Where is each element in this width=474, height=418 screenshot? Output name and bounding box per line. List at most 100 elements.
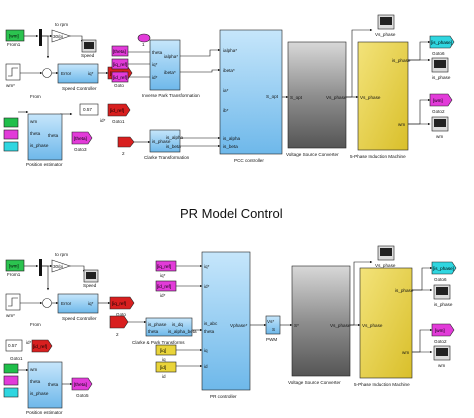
b-step-block[interactable] bbox=[5, 293, 21, 311]
id-const: 0.57 bbox=[83, 107, 92, 112]
speed-controller-block[interactable] bbox=[57, 63, 99, 84]
b-from-iq-block[interactable] bbox=[155, 260, 177, 272]
from-id-tag: [id_ref] bbox=[113, 75, 127, 80]
b-pos-from-wm[interactable] bbox=[3, 363, 19, 374]
b-cp-in-1: is_phase bbox=[148, 322, 167, 327]
b-vsc-label: Voltage Source Converter bbox=[288, 380, 341, 385]
top-wires bbox=[18, 28, 431, 148]
b-wm-ref-label: wm* bbox=[6, 313, 15, 318]
goto2-block[interactable] bbox=[429, 93, 453, 107]
from1-tag-block[interactable] bbox=[5, 29, 25, 42]
b-from-id-block[interactable] bbox=[155, 280, 177, 292]
goto1-block[interactable] bbox=[107, 103, 131, 117]
pos-port-3: is_phase bbox=[30, 143, 49, 148]
b-clarke-park-block[interactable] bbox=[145, 317, 193, 337]
from-iq-block[interactable] bbox=[111, 58, 129, 70]
pcc-in-2: ibeta* bbox=[223, 68, 235, 73]
from1-tag: [wm] bbox=[9, 34, 19, 39]
b-mux-bar[interactable] bbox=[39, 259, 42, 276]
b-cp-in-2: theta bbox=[148, 329, 159, 334]
b-from-id-tag: [id_ref] bbox=[157, 284, 171, 289]
b-gain-label: 30/pi bbox=[53, 264, 63, 269]
vs-phase-scope-label: Vs_phase bbox=[375, 32, 396, 37]
b-speed-ctrl-out: iq* bbox=[88, 301, 94, 306]
b-pos-from-is[interactable] bbox=[3, 387, 19, 398]
speed-ctrl-out: iq* bbox=[88, 71, 94, 76]
goto3-tag: [theta] bbox=[74, 136, 87, 141]
invpark-in-2: iq* bbox=[152, 62, 158, 67]
clarke-out-2: is_beta bbox=[166, 144, 181, 149]
goto-label: Goto bbox=[114, 83, 124, 88]
to-rpm-label: to rpm bbox=[55, 22, 68, 27]
b-vsc-block[interactable] bbox=[291, 265, 351, 377]
b-goto6-block[interactable] bbox=[431, 261, 457, 275]
goto3-block[interactable] bbox=[71, 131, 93, 145]
b-input-port-2[interactable] bbox=[109, 315, 129, 329]
b-gain-block[interactable] bbox=[51, 259, 71, 273]
b-goto2-label: Goto2 bbox=[434, 339, 447, 344]
from1-label: From1 bbox=[7, 42, 21, 47]
pcc-in-3: ia* bbox=[223, 88, 229, 93]
inverse-park-block[interactable] bbox=[149, 39, 181, 91]
input-port-1[interactable] bbox=[137, 33, 151, 43]
pcc-controller-block[interactable] bbox=[219, 29, 283, 155]
step-block[interactable] bbox=[5, 63, 21, 81]
clarke-block[interactable] bbox=[149, 129, 181, 153]
gain-block[interactable] bbox=[51, 29, 71, 43]
b-speed-controller-block[interactable] bbox=[57, 293, 99, 314]
bottom-wires bbox=[18, 260, 433, 386]
b-goto5-block[interactable] bbox=[71, 377, 93, 391]
invpark-out-2: ibeta* bbox=[164, 70, 176, 75]
goto3-label: Goto3 bbox=[74, 147, 87, 152]
invpark-in-1: theta bbox=[152, 50, 163, 55]
b-from-iq2-block[interactable] bbox=[155, 344, 177, 356]
b-id-const-block[interactable] bbox=[5, 339, 23, 352]
b-cp-out-1: is_dq bbox=[172, 322, 183, 327]
b-from-id2-block[interactable] bbox=[155, 361, 177, 373]
b-id-const: 0.57 bbox=[8, 343, 17, 348]
speed-scope-label: Speed bbox=[81, 53, 95, 58]
pcc-in-4: ib* bbox=[223, 108, 229, 113]
b-from1-tag-block[interactable] bbox=[5, 259, 25, 272]
b-sum-block[interactable] bbox=[42, 298, 52, 308]
pwm-block[interactable] bbox=[265, 315, 281, 335]
vsc-out: Vs_phase bbox=[326, 95, 347, 100]
machine-block[interactable] bbox=[357, 41, 409, 151]
b-machine-out-1: is_phase bbox=[395, 288, 414, 293]
pr-controller-block[interactable] bbox=[201, 251, 251, 391]
vsc-block[interactable] bbox=[287, 41, 347, 149]
input-port-2[interactable] bbox=[117, 136, 135, 148]
goto1-label: Goto1 bbox=[112, 119, 125, 124]
b-goto-iq-block[interactable] bbox=[109, 296, 135, 310]
id-const-block[interactable] bbox=[79, 103, 99, 116]
b-machine-block[interactable] bbox=[359, 267, 413, 379]
pwm-in: Vs* bbox=[267, 319, 274, 324]
goto6-block[interactable] bbox=[429, 35, 455, 49]
pos-from-wm[interactable] bbox=[3, 117, 19, 128]
b-pos-from-theta[interactable] bbox=[3, 375, 19, 386]
mux-bar[interactable] bbox=[39, 29, 42, 46]
from-iq-tag: [iq_ref] bbox=[113, 62, 127, 67]
machine-in: Vs_phase bbox=[360, 95, 381, 100]
diagram-title: PR Model Control bbox=[180, 206, 283, 221]
pcc-label: PCC controller bbox=[234, 158, 264, 163]
position-estimator-block[interactable] bbox=[27, 113, 63, 161]
b-is-phase-scope-label: is_phase bbox=[434, 302, 453, 307]
b-from-iq-tag: [iq_ref] bbox=[157, 264, 171, 269]
pos-from-theta[interactable] bbox=[3, 129, 19, 140]
b-position-estimator-block[interactable] bbox=[27, 361, 63, 409]
b-clarke-park-label: Clarke & Park Transforms bbox=[132, 340, 185, 345]
sum-block[interactable] bbox=[42, 68, 52, 78]
wm-scope-label: wm bbox=[436, 134, 443, 139]
pcc-in-5: is_alpha bbox=[223, 136, 241, 141]
pos-from-is[interactable] bbox=[3, 141, 19, 152]
vsc-label: Voltage Source Converter bbox=[286, 152, 339, 157]
b-goto1-label: Goto1 bbox=[10, 356, 23, 361]
b-is-phase-scope-screen bbox=[436, 287, 448, 295]
from-theta-block[interactable] bbox=[111, 45, 129, 57]
b-goto1-block[interactable] bbox=[31, 339, 53, 353]
b-goto2-block[interactable] bbox=[431, 323, 455, 337]
from-id-block[interactable] bbox=[111, 71, 129, 83]
